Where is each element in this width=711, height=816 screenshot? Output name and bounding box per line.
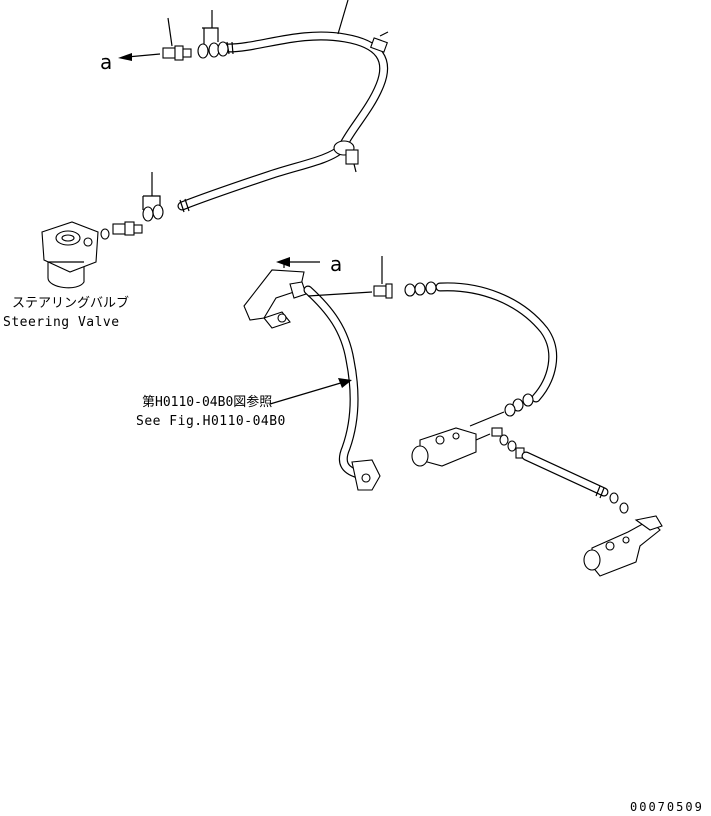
see-fig-label-en: See Fig.H0110-04B0 — [136, 414, 286, 429]
steering-valve-fittings — [100, 172, 164, 240]
callout-a-middle: a — [330, 252, 342, 276]
right-hose — [435, 282, 558, 403]
upper-actuator — [411, 393, 534, 467]
upper-left-fittings — [118, 10, 229, 61]
upper-hose-assembly — [177, 0, 389, 213]
callout-a-upper: a — [100, 50, 112, 74]
mounting-bracket — [243, 269, 307, 329]
reference-pipe — [303, 285, 381, 491]
steering-valve-label-en: Steering Valve — [3, 315, 120, 330]
steering-valve — [41, 221, 99, 289]
drawing-number: 00070509 — [630, 800, 704, 814]
see-fig-label-ja: 第H0110-04B0図参照 — [142, 394, 272, 410]
steering-valve-label-ja: ステアリングバルブ — [12, 295, 129, 311]
middle-fittings — [307, 256, 437, 299]
lower-hose-and-actuator — [499, 434, 663, 577]
